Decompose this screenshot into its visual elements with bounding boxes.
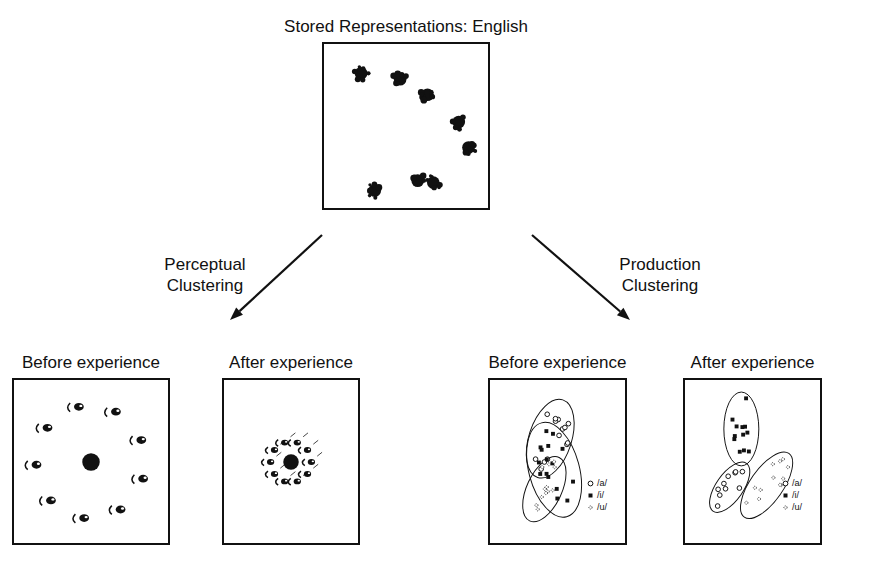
cluster-illustration xyxy=(14,380,168,543)
legend-text: /a/ xyxy=(792,478,802,489)
plot-heading: Stored Representations: English xyxy=(284,17,528,37)
cluster-plot-box: After experience xyxy=(222,378,360,545)
plot-heading: Before experience xyxy=(489,353,627,373)
legend-text: /u/ xyxy=(792,502,802,513)
illustration-marks xyxy=(262,433,322,485)
illustration-marks xyxy=(514,393,591,528)
legend-marker xyxy=(782,492,789,499)
legend-row: /u/ xyxy=(587,502,607,513)
plot-heading: After experience xyxy=(691,353,815,373)
legend-row: /i/ xyxy=(587,490,604,501)
legend-text: /i/ xyxy=(597,490,604,501)
plot-heading: Before experience xyxy=(22,353,160,373)
legend-row: /u/ xyxy=(782,502,802,513)
cluster-illustration xyxy=(490,380,625,543)
arrow-label: Perceptual Clustering xyxy=(150,254,260,296)
cluster-illustration xyxy=(324,44,488,208)
illustration-marks xyxy=(25,403,148,523)
clustering-arrow xyxy=(532,235,630,320)
legend-marker xyxy=(587,492,594,499)
illustration-marks xyxy=(702,392,803,527)
legend-row: /a/ xyxy=(782,478,802,489)
arrow-label: Production Clustering xyxy=(605,254,715,296)
legend-marker xyxy=(587,504,594,511)
legend-text: /a/ xyxy=(597,478,607,489)
illustration-marks xyxy=(352,65,477,200)
legend-marker xyxy=(587,480,594,487)
plot-heading: After experience xyxy=(229,353,353,373)
cluster-illustration xyxy=(224,380,358,543)
stored-representation-box: Stored Representations: English xyxy=(322,42,490,210)
legend-text: /u/ xyxy=(597,502,607,513)
legend-row: /a/ xyxy=(587,478,607,489)
clustering-arrow xyxy=(230,235,322,320)
legend-row: /i/ xyxy=(782,490,799,501)
cluster-plot-box: After experience/a//i//u/ xyxy=(683,378,822,545)
cluster-illustration xyxy=(685,380,820,543)
legend-marker xyxy=(782,480,789,487)
legend-marker xyxy=(782,504,789,511)
cluster-plot-box: Before experience/a//i//u/ xyxy=(488,378,627,545)
cluster-plot-box: Before experience xyxy=(12,378,170,545)
legend-text: /i/ xyxy=(792,490,799,501)
